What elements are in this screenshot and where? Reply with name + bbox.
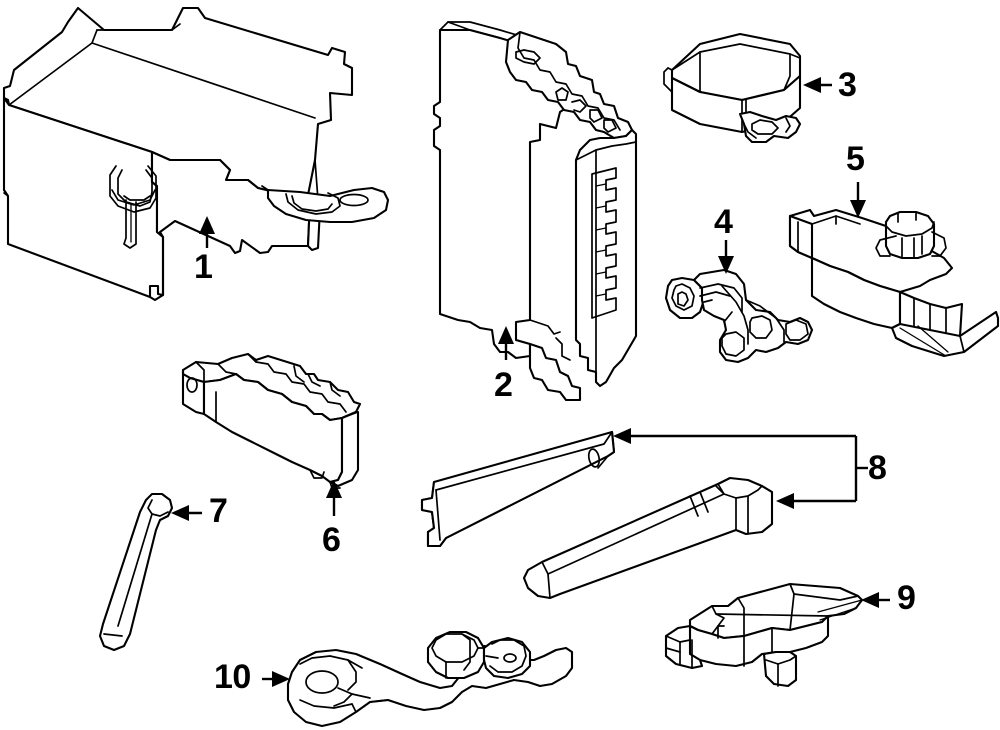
callout-label-10: 10 [214, 658, 251, 696]
part-6-interior-antenna-module [181, 352, 362, 489]
callout-2-leader [498, 326, 514, 360]
callout-label-8: 8 [868, 449, 887, 487]
part-5-door-antenna-module [788, 208, 1000, 358]
part-1-main-control-module [2, 6, 390, 302]
part-3-small-receiver-module [663, 32, 802, 144]
part-8a-flat-bar-antenna [420, 430, 616, 548]
callout-1-leader [199, 216, 215, 248]
part-7-slim-bar-antenna [98, 492, 174, 652]
callout-label-3: 3 [838, 66, 857, 104]
callout-5-leader [850, 182, 866, 218]
callout-label-9: 9 [897, 579, 916, 617]
callout-label-6: 6 [322, 521, 341, 559]
callout-label-1: 1 [194, 248, 213, 286]
part-4-tire-pressure-sensor-valve [664, 268, 814, 364]
callout-label-4: 4 [714, 203, 733, 241]
callout-6-leader [326, 480, 342, 516]
callout-3-leader [803, 77, 832, 93]
callout-9-leader [861, 592, 890, 608]
callout-label-5: 5 [846, 140, 865, 178]
callout-10-leader [262, 671, 290, 687]
part-9-bumper-antenna-module [664, 582, 864, 688]
callout-8-leader [613, 428, 868, 509]
part-10-tire-valve-sensor-assembly [286, 630, 574, 728]
part-8b-rod-antenna [522, 476, 774, 600]
callout-label-7: 7 [209, 492, 228, 530]
part-2-junction-block-module [432, 21, 638, 402]
callout-4-leader [718, 240, 734, 274]
callout-label-2: 2 [494, 366, 513, 404]
callout-7-leader [171, 505, 202, 521]
